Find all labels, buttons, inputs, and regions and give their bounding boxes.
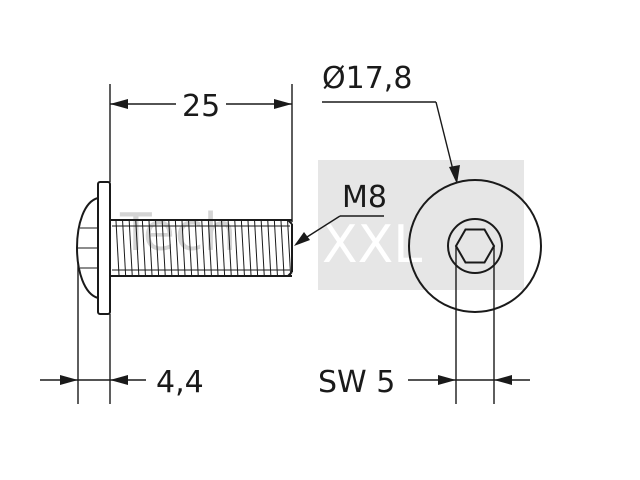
screw-side-view [76, 181, 293, 315]
thread-crest [122, 220, 127, 276]
thread-crest [168, 220, 173, 276]
thread-crest [207, 220, 212, 276]
drive-size-dimension: SW 5 [318, 246, 530, 404]
thread-crest [227, 220, 232, 276]
thread-crest [181, 220, 186, 276]
diameter-label: Ø17,8 [322, 61, 412, 96]
thread-crest [174, 220, 179, 276]
thread-crest [234, 220, 239, 276]
thread-crest [221, 220, 226, 276]
thread-crest [201, 220, 206, 276]
thread-crest [280, 220, 285, 276]
thread-crest [148, 220, 153, 276]
thread-crest [155, 220, 160, 276]
length-dimension: 25 [109, 84, 293, 222]
thread-crest [141, 220, 146, 276]
thread-crest [115, 220, 120, 276]
drive-circle [447, 218, 503, 274]
thread-crest [254, 220, 259, 276]
thread-crest [135, 220, 140, 276]
diameter-dimension: Ø17,8 [322, 61, 460, 184]
thread-crest [247, 220, 252, 276]
thread-pattern [112, 220, 292, 276]
thread-crest [273, 220, 278, 276]
thread-crest [194, 220, 199, 276]
thread-crest [128, 220, 133, 276]
head-height-label: 4,4 [156, 365, 204, 400]
watermark-suffix: XXL [322, 215, 422, 275]
head-outer-circle [408, 179, 542, 313]
thread-crest [260, 220, 265, 276]
thread-crest [214, 220, 219, 276]
head-height-dimension: 4,4 [40, 262, 204, 404]
thread-crest [267, 220, 272, 276]
thread-crest [240, 220, 245, 276]
screw-front-view [408, 179, 542, 313]
thread-callout: M8 [294, 180, 387, 246]
thread-label: M8 [342, 180, 387, 215]
thread-crest [287, 220, 292, 276]
screw-flange [97, 181, 111, 315]
thread-crest [161, 220, 166, 276]
thread-crest [188, 220, 193, 276]
drive-size-label: SW 5 [318, 365, 395, 400]
length-label: 25 [182, 89, 220, 124]
screw-head [76, 197, 99, 299]
